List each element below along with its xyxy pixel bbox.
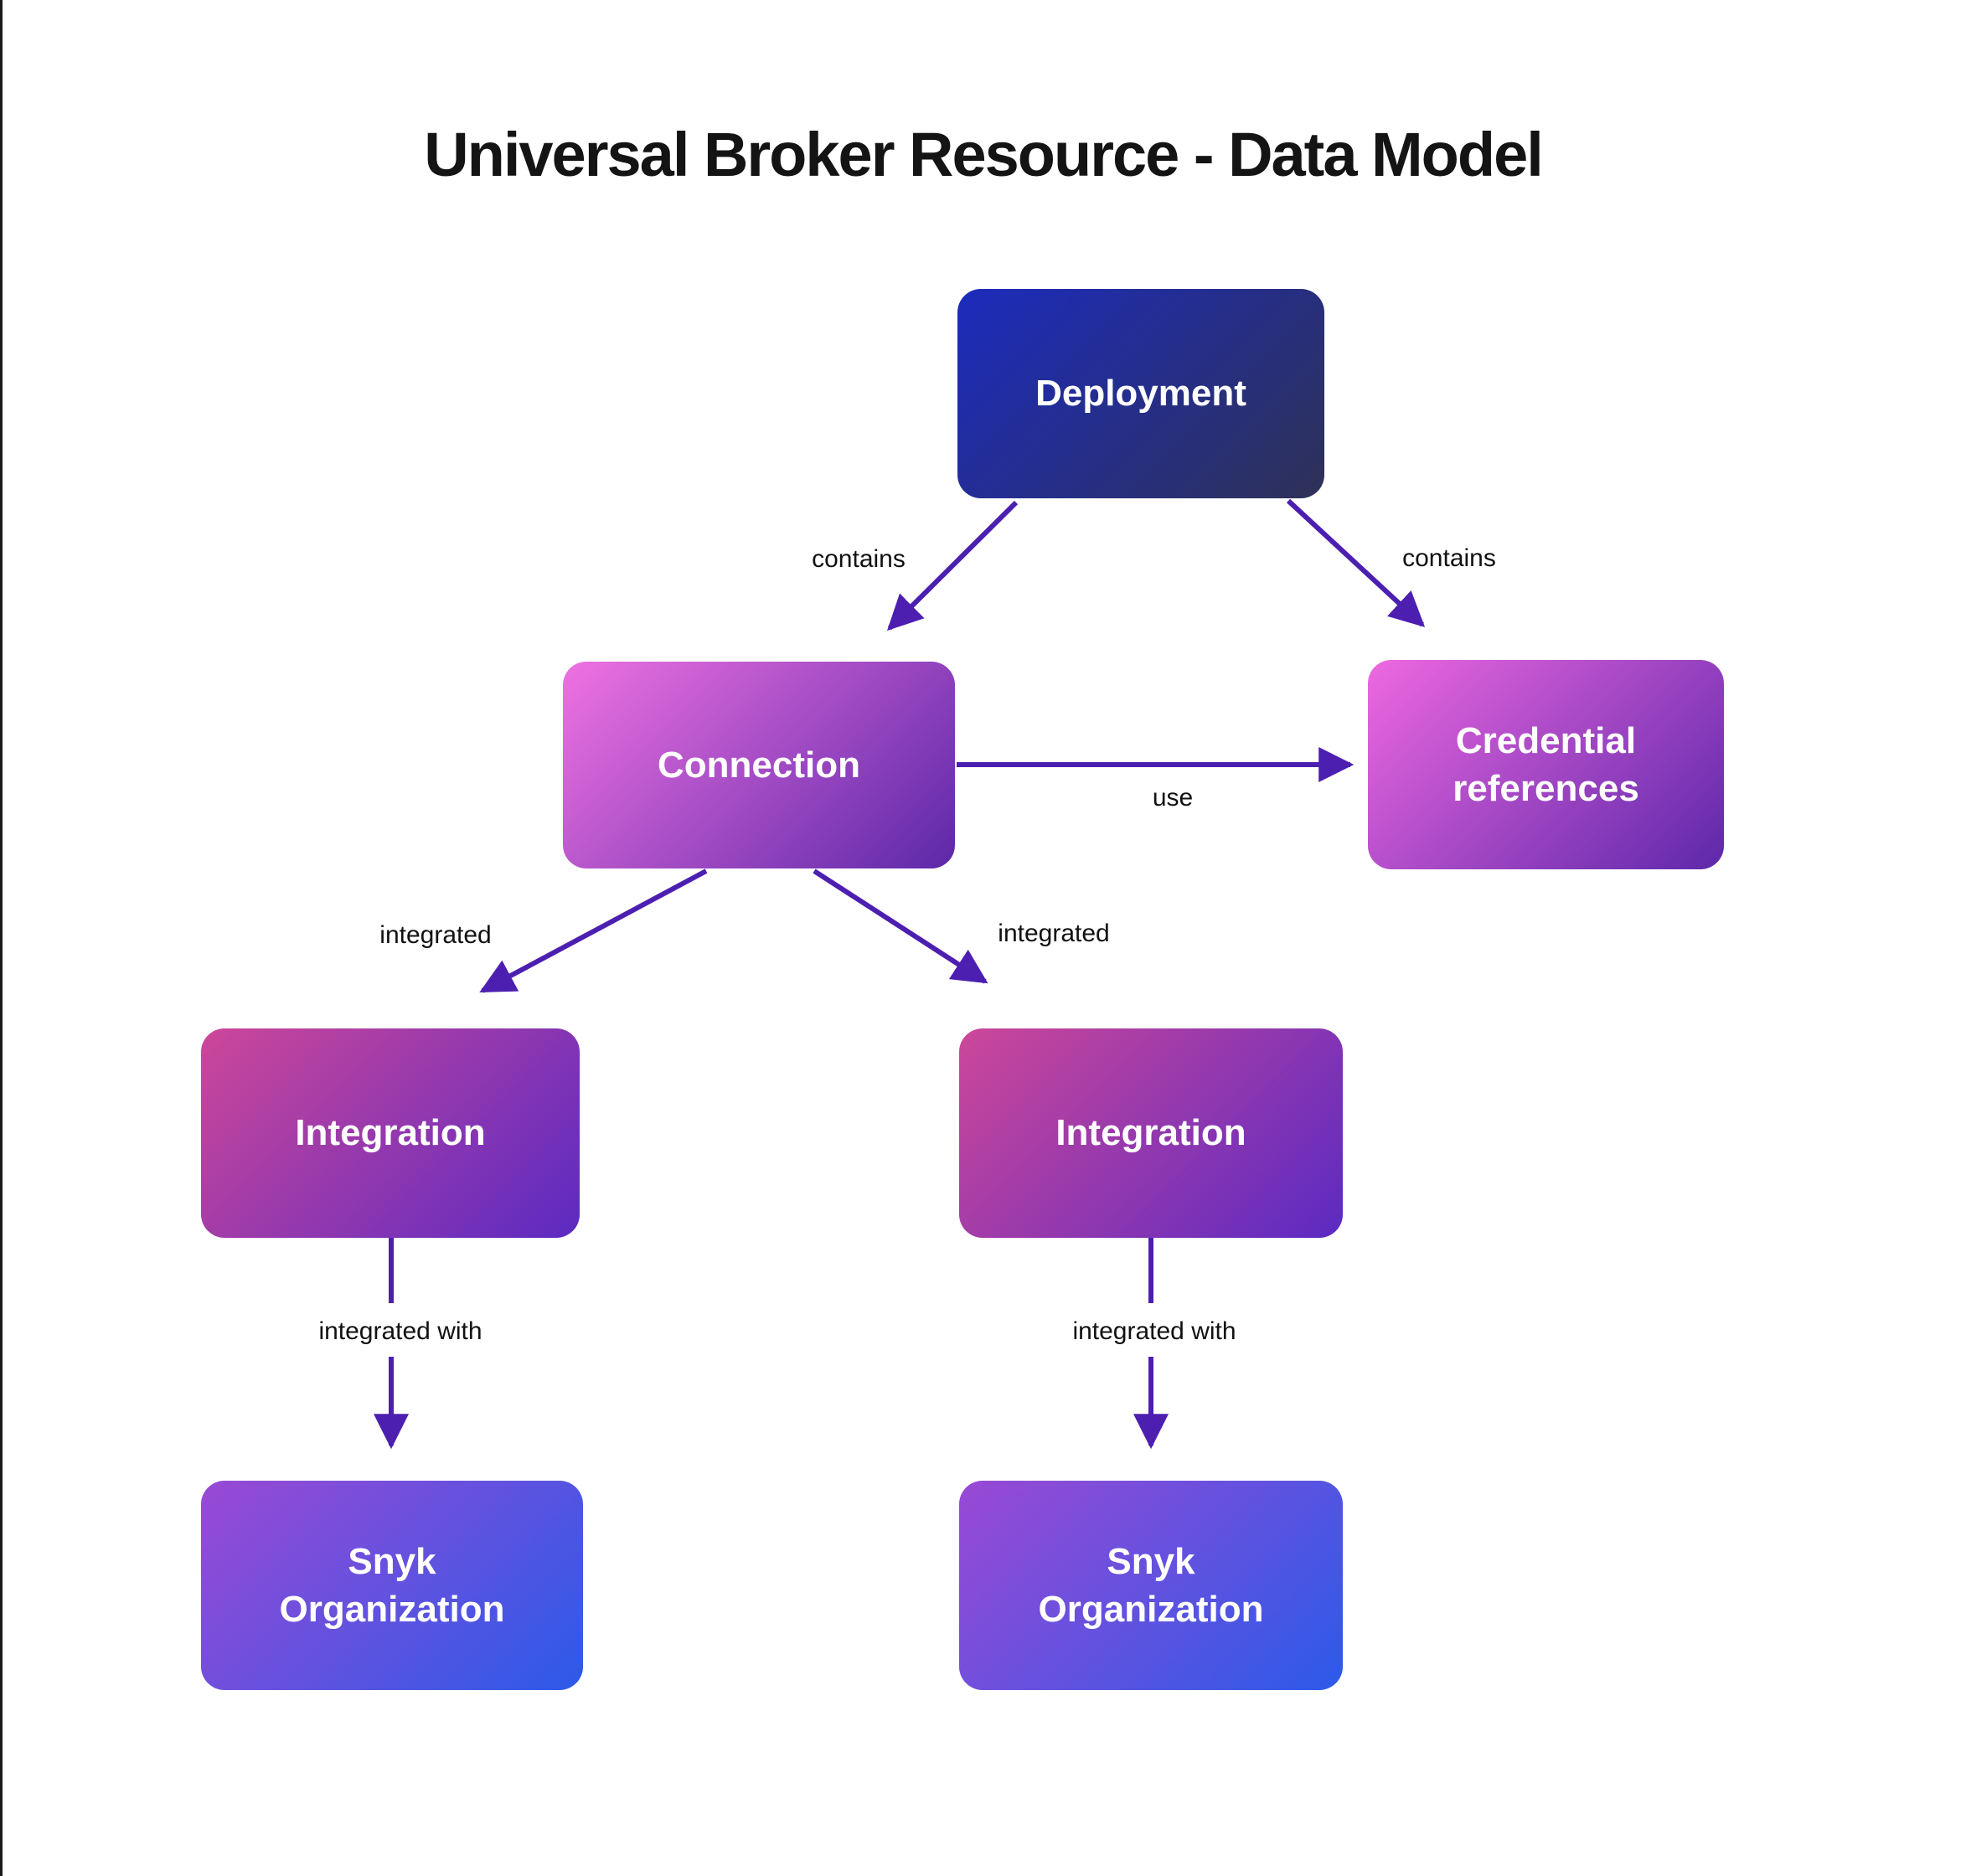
node-credential-references: Credential references: [1368, 660, 1724, 869]
edge-label-contains-left: contains: [812, 545, 906, 573]
node-deployment: Deployment: [957, 289, 1324, 498]
edge-label-integrated-left: integrated: [379, 921, 492, 949]
edge-label-use: use: [1152, 784, 1194, 812]
node-connection: Connection: [563, 662, 955, 868]
node-integration-right: Integration: [959, 1028, 1343, 1238]
edge-label-integrated-right: integrated: [998, 920, 1110, 947]
node-integration-right-label: Integration: [1055, 1112, 1246, 1154]
node-snyk-organization-right-label: Snyk Organization: [1038, 1540, 1264, 1630]
edge-label-integrated-with-left: integrated with: [318, 1317, 482, 1345]
node-deployment-label: Deployment: [1035, 373, 1246, 415]
node-snyk-organization-left-label: Snyk Organization: [279, 1540, 505, 1630]
arrow-connection-to-integration-right: [813, 868, 988, 984]
left-border-line: [0, 0, 3, 1876]
edge-label-contains-right: contains: [1402, 544, 1496, 572]
node-snyk-organization-right: Snyk Organization: [959, 1481, 1343, 1690]
arrow-deployment-to-connection: [887, 500, 1019, 631]
node-credential-references-label: Credential references: [1453, 719, 1639, 809]
node-connection-label: Connection: [658, 744, 860, 786]
edge-label-integrated-with-right: integrated with: [1072, 1317, 1236, 1345]
node-integration-left-label: Integration: [295, 1112, 486, 1154]
arrow-connection-to-integration-left: [479, 868, 708, 993]
node-snyk-organization-left: Snyk Organization: [201, 1481, 583, 1690]
node-integration-left: Integration: [201, 1028, 580, 1238]
page-title: Universal Broker Resource - Data Model: [424, 120, 1544, 189]
